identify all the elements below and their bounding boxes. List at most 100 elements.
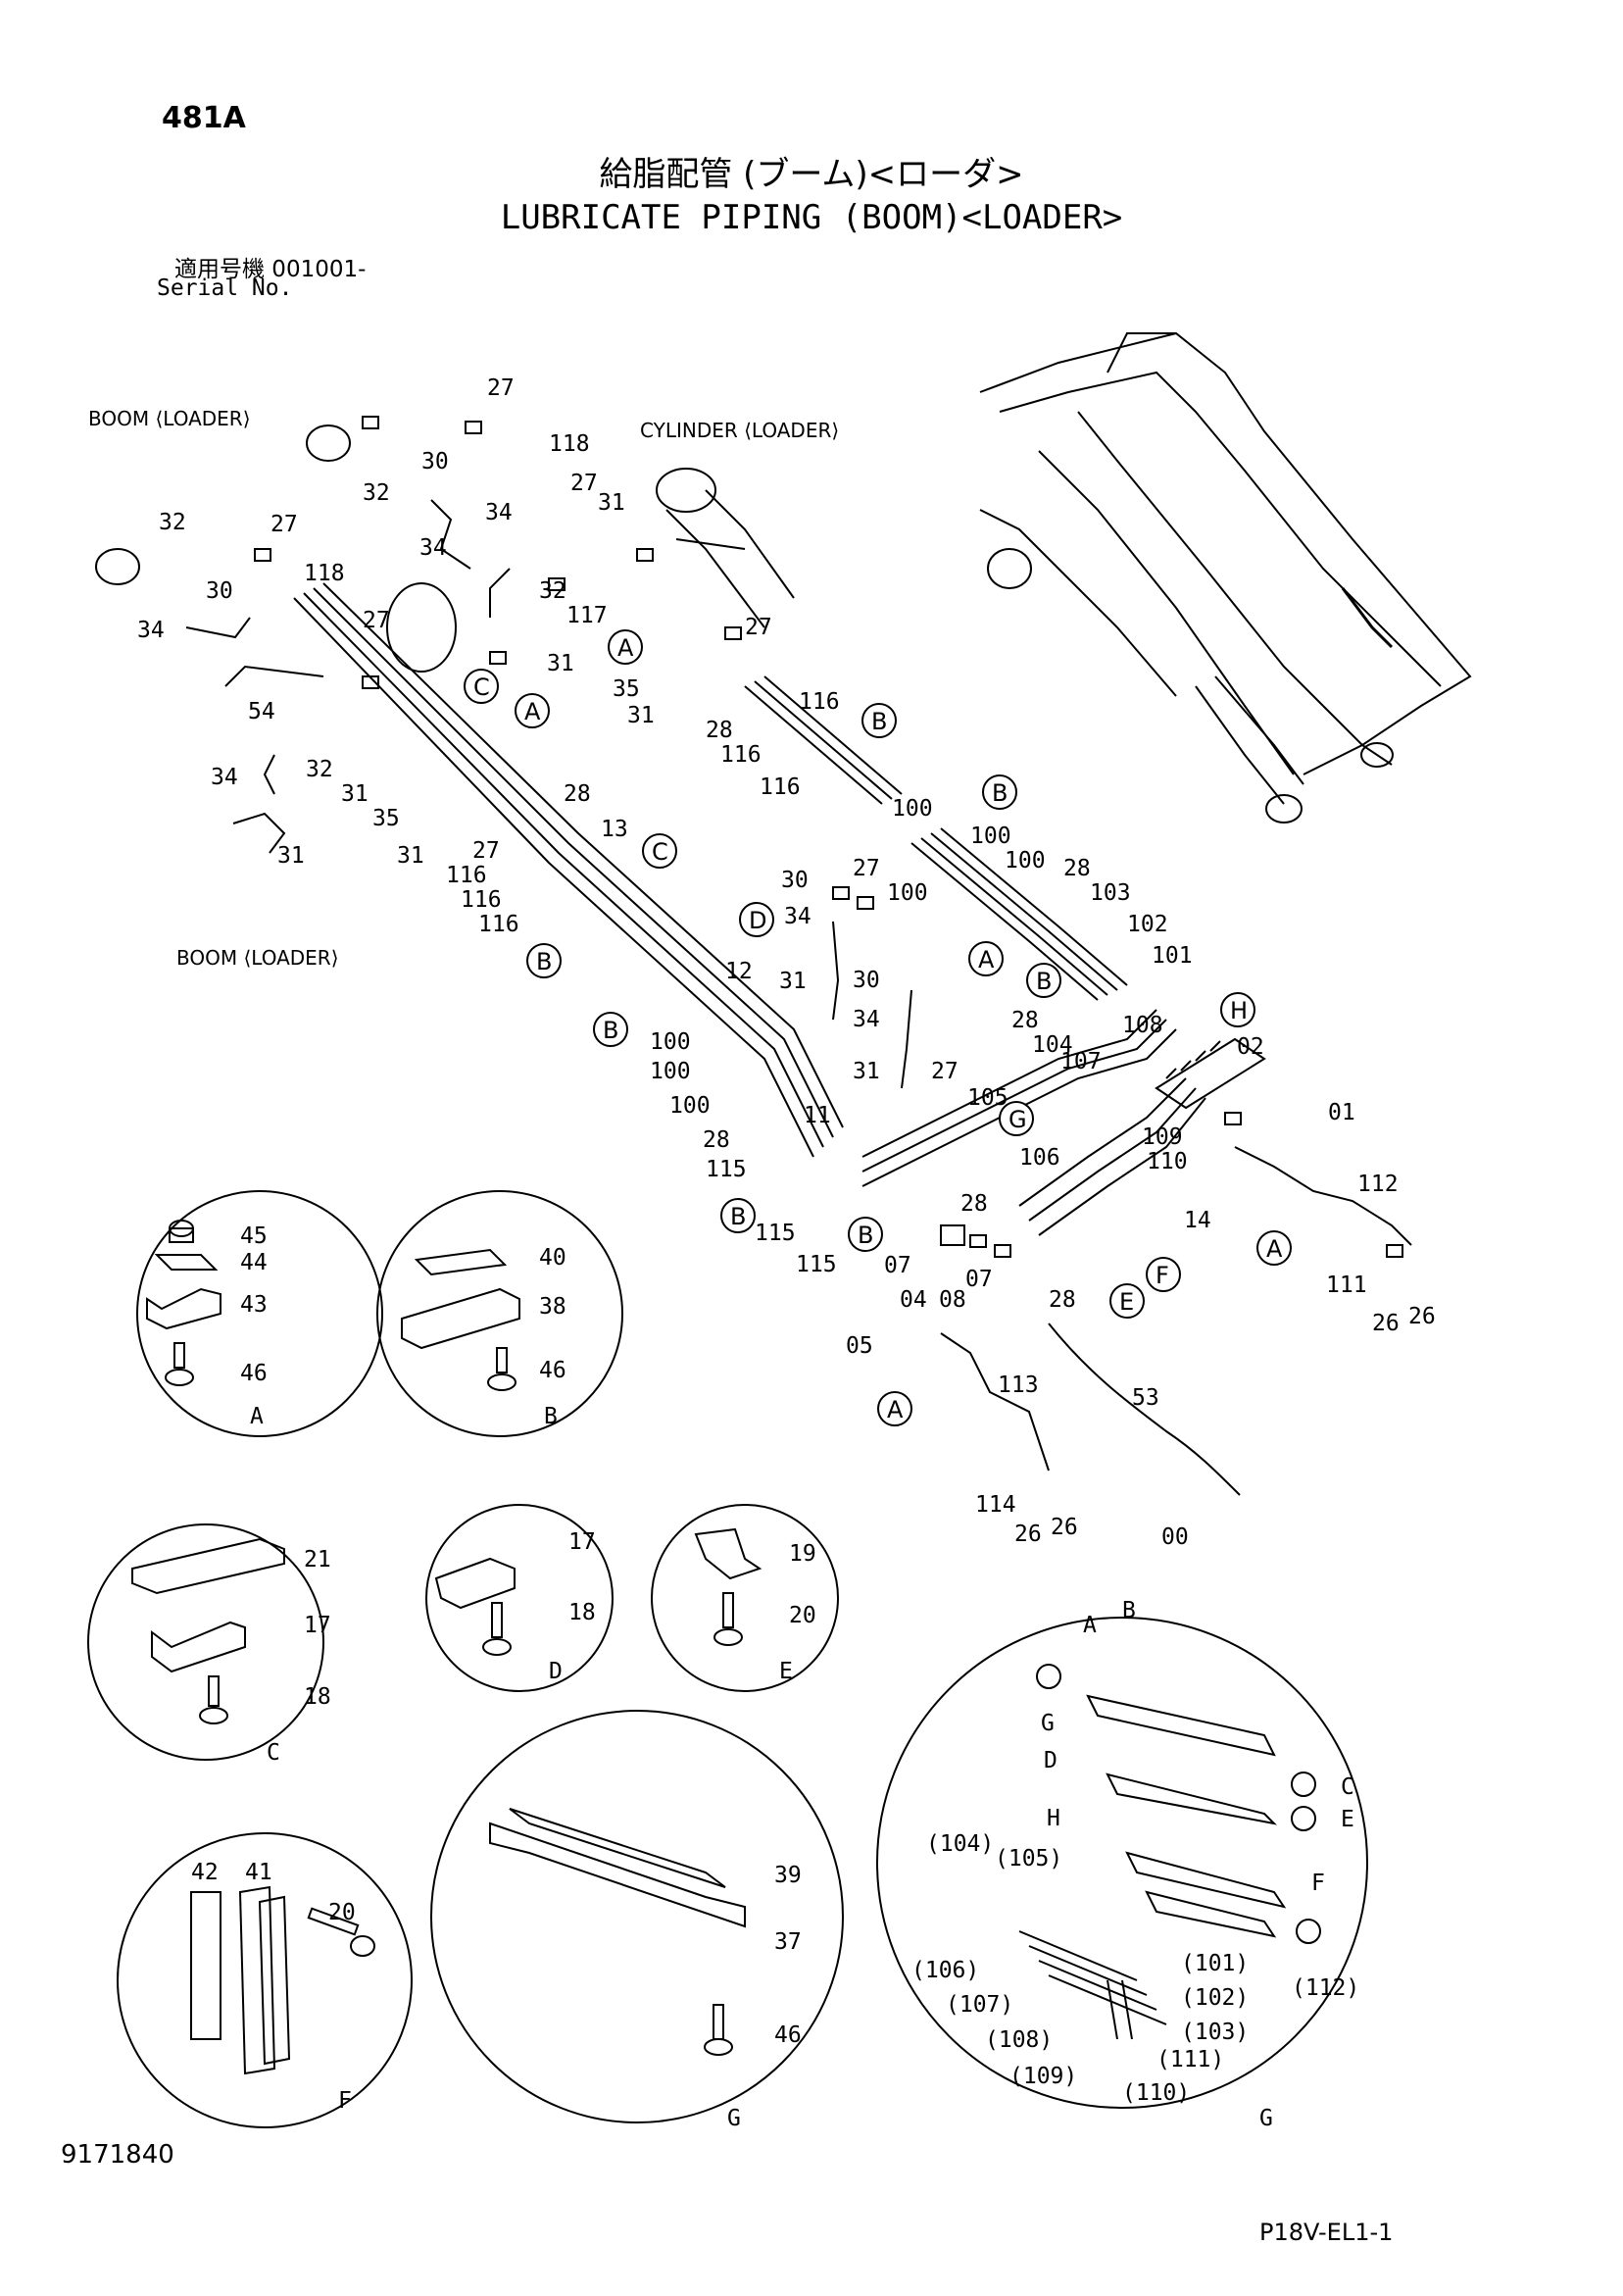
figure-number: 9171840: [61, 2140, 174, 2170]
part-number: 34: [137, 618, 165, 643]
part-number: 21: [304, 1547, 331, 1572]
part-number: 13: [601, 817, 628, 842]
part-number: 14: [1184, 1208, 1211, 1233]
part-number: 43: [240, 1292, 268, 1318]
svg-text:C: C: [473, 674, 490, 701]
part-number: 38: [539, 1294, 566, 1320]
part-number: 30: [421, 449, 449, 474]
detail-parts-drawings: [131, 1220, 1321, 2075]
part-number: 39: [774, 1863, 802, 1888]
part-number: 01: [1328, 1100, 1355, 1125]
part-number: 30: [781, 868, 809, 893]
part-number: 100: [892, 796, 933, 822]
part-number: (104): [926, 1831, 995, 1857]
part-number: (111): [1156, 2047, 1225, 2072]
part-number: 116: [720, 742, 762, 768]
part-number: 27: [270, 512, 298, 537]
part-number: 115: [755, 1221, 796, 1246]
part-number: 103: [1090, 880, 1131, 906]
part-number: 26: [1408, 1304, 1436, 1329]
svg-text:G: G: [1008, 1106, 1027, 1133]
callout-markers: C A A B C B B D A B H B G B B F E A A: [464, 629, 1292, 1426]
part-number: 28: [1063, 856, 1091, 881]
letter-a: A: [1083, 1613, 1097, 1638]
letter-f: F: [1311, 1871, 1325, 1896]
svg-text:D: D: [749, 907, 766, 934]
part-number: 116: [461, 887, 502, 913]
part-number: 114: [975, 1492, 1016, 1518]
detail-circle-f: [117, 1832, 413, 2128]
boom-bushing-top: [306, 424, 351, 462]
svg-text:A: A: [524, 698, 541, 725]
svg-text:B: B: [992, 779, 1008, 807]
part-number: (108): [985, 2027, 1054, 2053]
part-number: 115: [706, 1157, 747, 1182]
part-number: 116: [478, 912, 519, 937]
part-number: 107: [1060, 1049, 1102, 1074]
svg-text:C: C: [652, 838, 668, 866]
part-number: 101: [1152, 943, 1193, 969]
hose-34-top: [430, 499, 471, 570]
part-number: 28: [703, 1127, 730, 1153]
part-number: 116: [446, 863, 487, 888]
detail-circle-d: [425, 1504, 614, 1692]
svg-text:B: B: [730, 1203, 746, 1230]
part-number: 31: [547, 651, 574, 676]
svg-text:E: E: [1119, 1288, 1134, 1316]
part-number: 34: [419, 535, 447, 561]
letter-g: G: [1041, 1711, 1055, 1736]
tube-bundle-lower: [861, 1009, 1206, 1236]
part-number: 19: [789, 1541, 816, 1567]
part-number: 02: [1237, 1034, 1264, 1060]
part-number: 12: [725, 959, 753, 984]
part-number: 30: [206, 578, 233, 604]
boom-loader-label-bottom: BOOM ⟨LOADER⟩: [176, 946, 339, 970]
part-number: 46: [539, 1358, 566, 1383]
part-number: 31: [627, 703, 655, 728]
distributor-block-h: [1155, 1037, 1266, 1110]
letter-b: B: [1122, 1598, 1136, 1623]
part-number: 11: [804, 1103, 831, 1128]
svg-text:A: A: [887, 1396, 904, 1423]
part-number: 116: [760, 774, 801, 800]
hose-34-left: [185, 617, 251, 639]
hose-54: [224, 665, 324, 687]
svg-text:A: A: [978, 946, 995, 973]
part-number: 18: [304, 1684, 331, 1710]
part-number: 100: [669, 1093, 711, 1119]
detail-letter: E: [779, 1659, 793, 1684]
part-number: 30: [853, 968, 880, 993]
detail-circle-b: [376, 1190, 623, 1437]
part-number: 04: [900, 1287, 927, 1313]
title-japanese: 給脂配管 (ブーム)<ローダ>: [599, 155, 1024, 194]
boom-pin-boss: [386, 582, 457, 673]
part-number: 27: [472, 838, 500, 864]
part-number: 20: [328, 1900, 356, 1925]
part-number: 112: [1357, 1172, 1399, 1197]
tube-bundle-upper: [293, 582, 844, 1158]
part-number: 100: [650, 1059, 691, 1084]
detail-letter: B: [544, 1404, 558, 1429]
part-number: 100: [1005, 848, 1046, 873]
svg-text:B: B: [871, 708, 887, 735]
detail-letter: G: [727, 2106, 741, 2131]
cylinder-loader-label: CYLINDER ⟨LOADER⟩: [640, 419, 840, 442]
part-number: 18: [568, 1600, 596, 1625]
part-number: 53: [1132, 1385, 1159, 1411]
part-number: 28: [706, 718, 733, 743]
part-number: 31: [853, 1059, 880, 1084]
part-number: 31: [277, 843, 305, 869]
part-number: 116: [799, 689, 840, 715]
part-number: 106: [1019, 1145, 1060, 1171]
hose-34-mid: [832, 921, 840, 1021]
part-number: 113: [998, 1373, 1039, 1398]
hose-34-center: [489, 568, 511, 618]
part-number: 27: [931, 1059, 959, 1084]
detail-letter: A: [250, 1404, 264, 1429]
part-number: 115: [796, 1252, 837, 1277]
boom-pin-end: [232, 812, 286, 854]
detail-circle-e: [651, 1504, 839, 1692]
title-english: LUBRICATE PIPING (BOOM)<LOADER>: [500, 198, 1123, 237]
letter-h: H: [1047, 1806, 1060, 1831]
